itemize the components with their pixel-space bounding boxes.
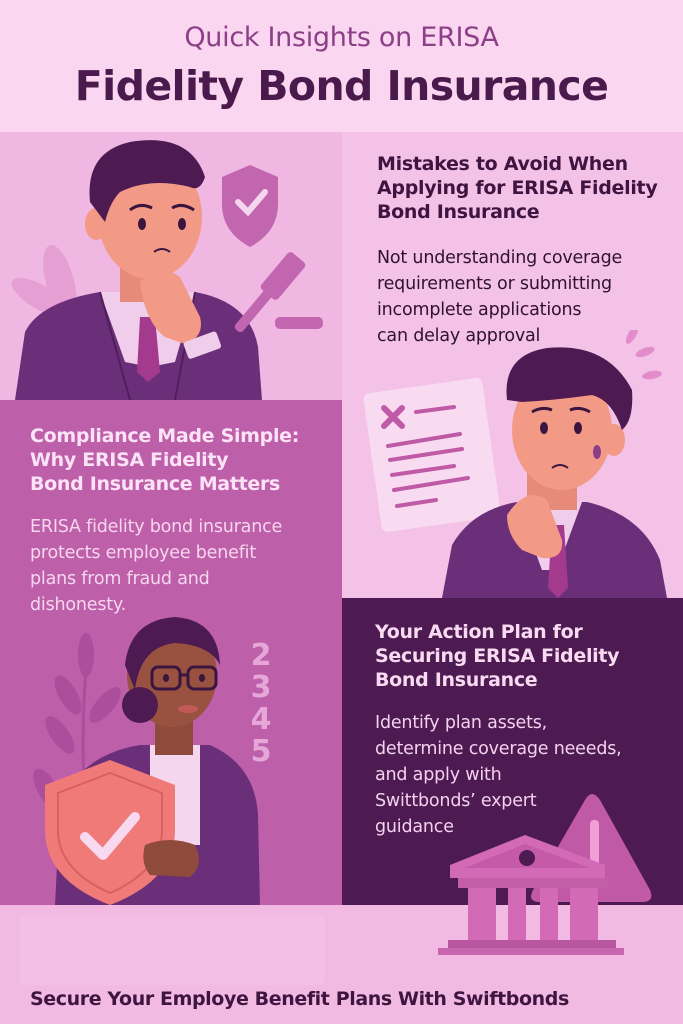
- decor-number: 3: [250, 670, 272, 705]
- heading-line: Mistakes to Avoid When: [377, 153, 628, 175]
- bank-warning-illustration: [438, 794, 652, 955]
- body-line: plans from fraud and: [30, 569, 210, 589]
- compliance-body: ERISA fidelity bond insurance protects e…: [30, 514, 330, 618]
- number-column-decoration: 2 3 4 5: [246, 640, 276, 768]
- decor-number: 5: [250, 734, 272, 769]
- worried-man-document-illustration: [363, 330, 667, 598]
- mistakes-heading: Mistakes to Avoid When Applying for ERIS…: [377, 152, 677, 224]
- body-line: dishonesty.: [30, 595, 126, 615]
- body-line: can delay approval: [377, 326, 541, 346]
- body-line: and apply with: [375, 765, 502, 785]
- glasses-icon: [150, 665, 218, 691]
- gavel-icon: [234, 252, 323, 333]
- heading-line: Applying for ERISA Fidelity: [377, 177, 658, 199]
- footer-tagline: Secure Your Employe Benefit Plans With S…: [30, 988, 569, 1010]
- body-line: Swittbonds’ expert: [375, 791, 537, 811]
- heading-line: Compliance Made Simple:: [30, 425, 300, 447]
- action-plan-heading: Your Action Plan for Securing ERISA Fide…: [375, 620, 675, 692]
- body-line: Identify plan assets,: [375, 713, 548, 733]
- heading-line: Bond Insurance Matters: [30, 473, 281, 495]
- heading-line: Bond Insurance: [377, 201, 540, 223]
- decor-number: 4: [250, 702, 272, 737]
- body-line: protects employee benefit: [30, 543, 256, 563]
- body-line: incomplete applications: [377, 300, 582, 320]
- body-line: requirements or submitting: [377, 274, 612, 294]
- heading-line: Your Action Plan for: [375, 621, 583, 643]
- worried-man-illustration: [11, 140, 323, 400]
- faint-placeholder-box: [20, 915, 325, 985]
- body-line: guidance: [375, 817, 454, 837]
- page-title: Fidelity Bond Insurance: [74, 62, 609, 110]
- stress-marks-icon: [625, 330, 662, 380]
- bank-building-icon: [438, 835, 624, 955]
- mistakes-body: Not understanding coverage requirements …: [377, 245, 667, 349]
- heading-line: Why ERISA Fidelity: [30, 449, 229, 471]
- body-line: determine coverage neeeds,: [375, 739, 622, 759]
- header-banner: Quick Insights on ERISA Fidelity Bond In…: [0, 0, 683, 132]
- body-line: Not understanding coverage: [377, 248, 623, 268]
- decor-number: 2: [250, 638, 272, 673]
- rejected-document-icon: [363, 378, 501, 532]
- compliance-heading: Compliance Made Simple: Why ERISA Fideli…: [30, 424, 330, 496]
- header-subtitle: Quick Insights on ERISA: [184, 22, 499, 53]
- shield-check-icon: [222, 165, 278, 247]
- heading-line: Securing ERISA Fidelity: [375, 645, 620, 667]
- heading-line: Bond Insurance: [375, 669, 538, 691]
- action-plan-body: Identify plan assets, determine coverage…: [375, 710, 655, 840]
- body-line: ERISA fidelity bond insurance: [30, 517, 283, 537]
- woman-shield-illustration: [33, 617, 260, 905]
- coral-shield-check-icon: [45, 760, 175, 905]
